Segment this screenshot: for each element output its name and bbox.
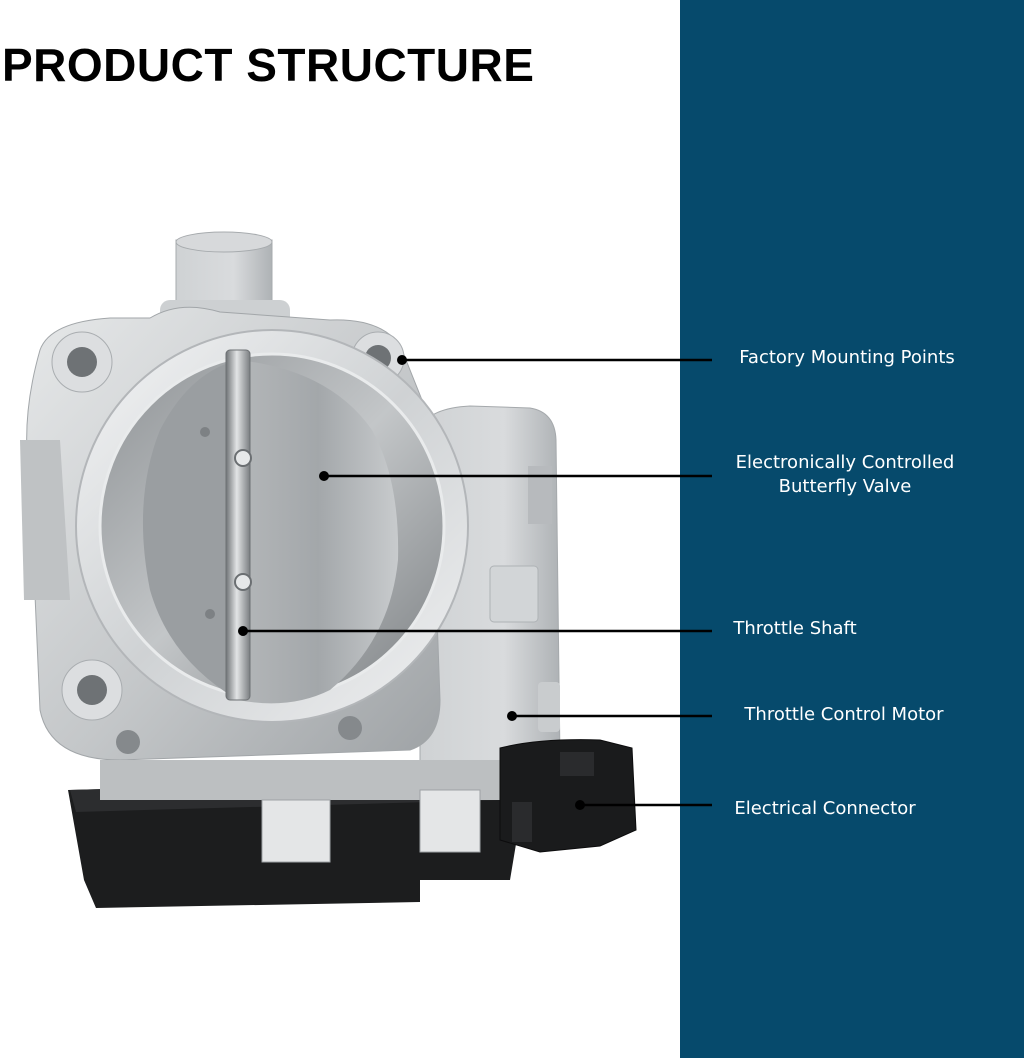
label-panel: [680, 0, 1024, 1058]
label-line: Electronically Controlled: [735, 452, 955, 473]
dot-throttle-shaft: [238, 626, 248, 636]
label-factory-mounting-points: Factory Mounting Points: [739, 346, 955, 370]
throttle-shaft: [225, 349, 252, 701]
dot-factory-mounting-points: [397, 355, 407, 365]
label-electrical-connector: Electrical Connector: [734, 797, 915, 821]
label-butterfly-valve: Electronically Controlled Butterfly Valv…: [736, 451, 955, 499]
label-line: Throttle Shaft: [733, 618, 857, 639]
dot-throttle-control-motor: [507, 711, 517, 721]
page-title: PRODUCT STRUCTURE: [2, 39, 535, 91]
butterfly-valve-plate: [142, 360, 399, 704]
label-line: Electrical Connector: [734, 798, 916, 819]
electronics-cover: [68, 760, 520, 908]
label-line: Throttle Control Motor: [744, 704, 944, 725]
electrical-connector: [499, 739, 637, 853]
label-line: Butterfly Valve: [778, 476, 912, 497]
label-throttle-shaft: Throttle Shaft: [733, 617, 856, 641]
dot-electrical-connector: [575, 800, 585, 810]
label-line: Factory Mounting Points: [739, 347, 955, 368]
dot-butterfly-valve: [319, 471, 329, 481]
label-throttle-control-motor: Throttle Control Motor: [744, 703, 943, 727]
leader-lines: [238, 355, 712, 810]
